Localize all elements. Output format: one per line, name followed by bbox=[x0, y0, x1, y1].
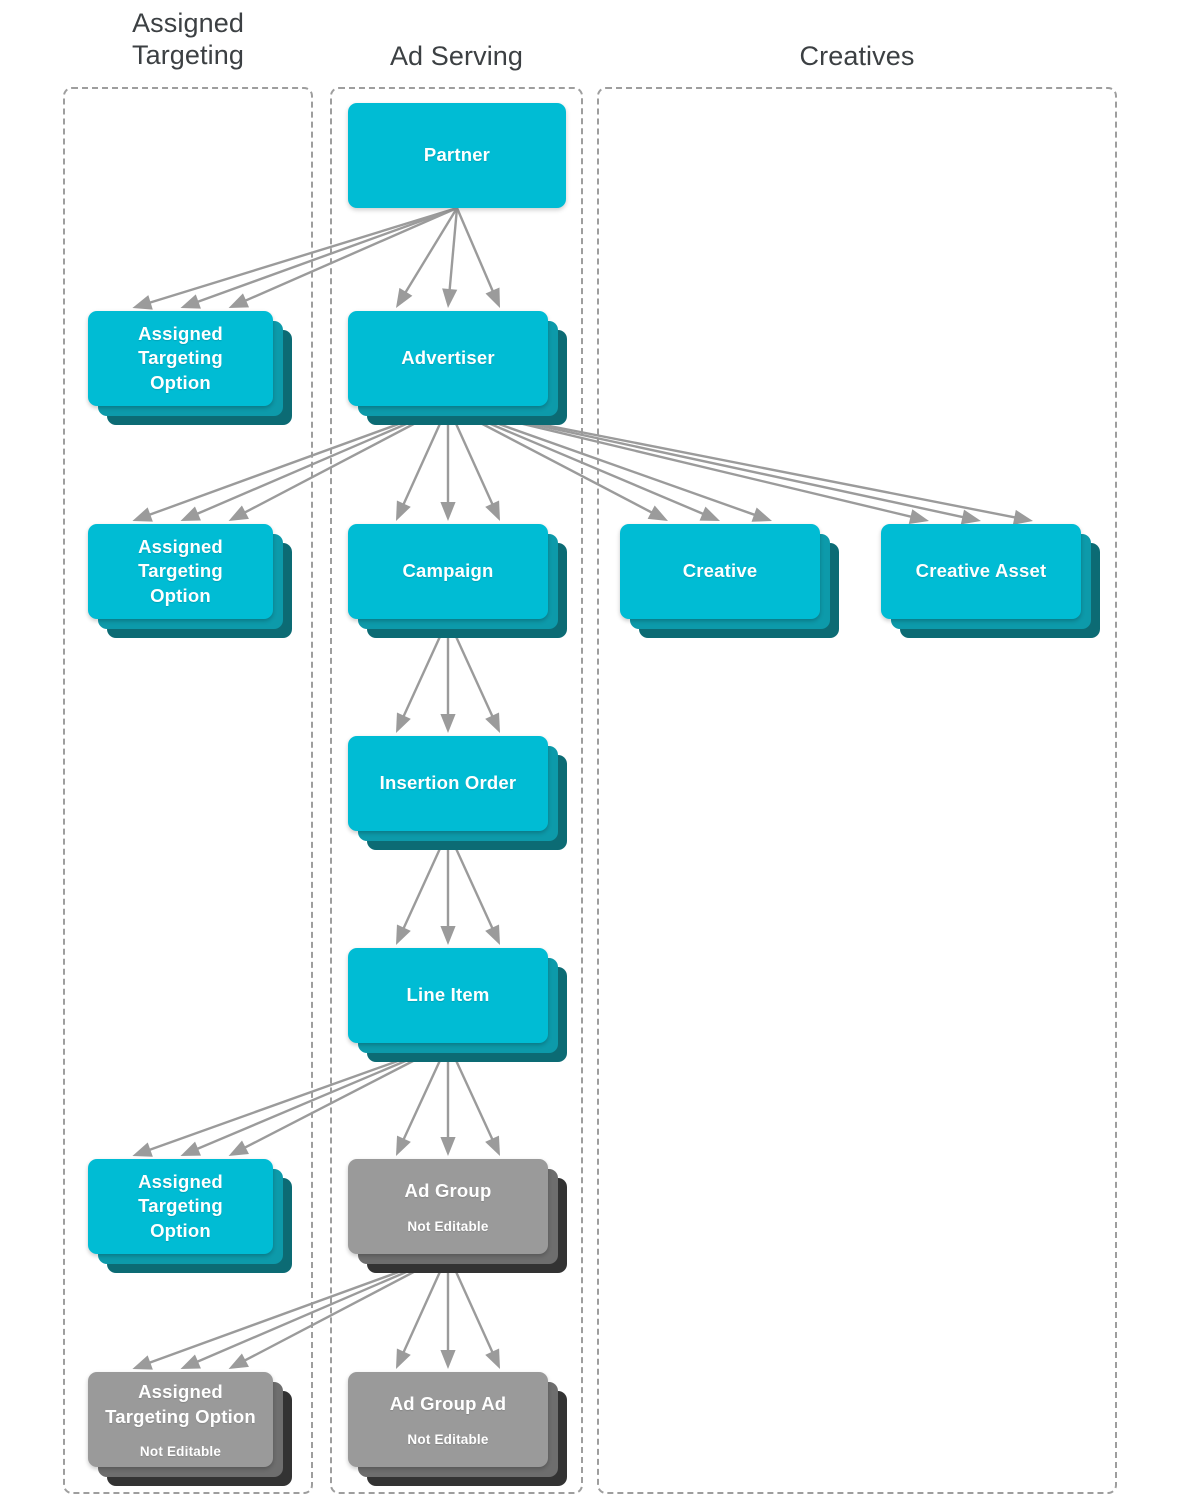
node-campaign[interactable]: Campaign bbox=[348, 524, 567, 638]
node-ato-partner-face[interactable]: Assigned Targeting Option bbox=[88, 311, 273, 406]
column-header-creatives: Creatives bbox=[799, 41, 915, 71]
node-line-item-face[interactable]: Line Item bbox=[348, 948, 548, 1043]
swimlane-ad-serving bbox=[330, 87, 583, 1494]
node-insertion-order[interactable]: Insertion Order bbox=[348, 736, 567, 850]
node-creative-face[interactable]: Creative bbox=[620, 524, 820, 619]
node-ato-advertiser-face[interactable]: Assigned Targeting Option bbox=[88, 524, 273, 619]
node-campaign-title: Campaign bbox=[402, 560, 494, 582]
swimlane-assigned-targeting bbox=[63, 87, 313, 1494]
node-creative-title: Creative bbox=[682, 560, 758, 582]
node-ad-group-ad-editability-label: Not Editable bbox=[407, 1431, 489, 1447]
node-insertion-order-title: Insertion Order bbox=[379, 772, 517, 794]
node-line-item-title: Line Item bbox=[406, 984, 490, 1006]
node-ato-partner[interactable]: Assigned Targeting Option bbox=[88, 311, 292, 425]
node-advertiser[interactable]: Advertiser bbox=[348, 311, 567, 425]
node-ato-partner-title: Assigned Targeting Option bbox=[138, 322, 223, 393]
node-partner-face[interactable]: Partner bbox=[348, 103, 566, 208]
node-creative-asset[interactable]: Creative Asset bbox=[881, 524, 1100, 638]
node-campaign-face[interactable]: Campaign bbox=[348, 524, 548, 619]
node-creative-asset-face[interactable]: Creative Asset bbox=[881, 524, 1081, 619]
node-ato-ad-group-editability-label: Not Editable bbox=[139, 1443, 222, 1459]
node-ato-advertiser[interactable]: Assigned Targeting Option bbox=[88, 524, 292, 638]
node-partner[interactable]: Partner bbox=[348, 103, 585, 227]
column-header-assigned-targeting: Assigned Targeting bbox=[132, 8, 244, 70]
node-ad-group-ad-face[interactable]: Ad Group Ad Not Editable bbox=[348, 1372, 548, 1467]
node-ato-ad-group-title: Assigned Targeting Option bbox=[105, 1381, 256, 1427]
node-creative[interactable]: Creative bbox=[620, 524, 839, 638]
node-ato-line-item[interactable]: Assigned Targeting Option bbox=[88, 1159, 292, 1273]
node-advertiser-title: Advertiser bbox=[401, 347, 495, 369]
node-insertion-order-face[interactable]: Insertion Order bbox=[348, 736, 548, 831]
node-ato-line-item-title: Assigned Targeting Option bbox=[138, 1170, 223, 1241]
node-ad-group-title: Ad Group bbox=[404, 1180, 492, 1202]
node-ad-group-ad-title: Ad Group Ad bbox=[389, 1393, 507, 1415]
node-ad-group-editability-label: Not Editable bbox=[407, 1218, 489, 1234]
node-ato-advertiser-title: Assigned Targeting Option bbox=[138, 535, 223, 606]
node-ad-group-ad[interactable]: Ad Group Ad Not Editable bbox=[348, 1372, 567, 1486]
node-advertiser-face[interactable]: Advertiser bbox=[348, 311, 548, 406]
node-line-item[interactable]: Line Item bbox=[348, 948, 567, 1062]
node-ato-line-item-face[interactable]: Assigned Targeting Option bbox=[88, 1159, 273, 1254]
swimlane-creatives bbox=[597, 87, 1117, 1494]
column-header-ad-serving: Ad Serving bbox=[389, 41, 524, 71]
node-partner-title: Partner bbox=[423, 144, 491, 166]
node-creative-asset-title: Creative Asset bbox=[915, 560, 1047, 582]
